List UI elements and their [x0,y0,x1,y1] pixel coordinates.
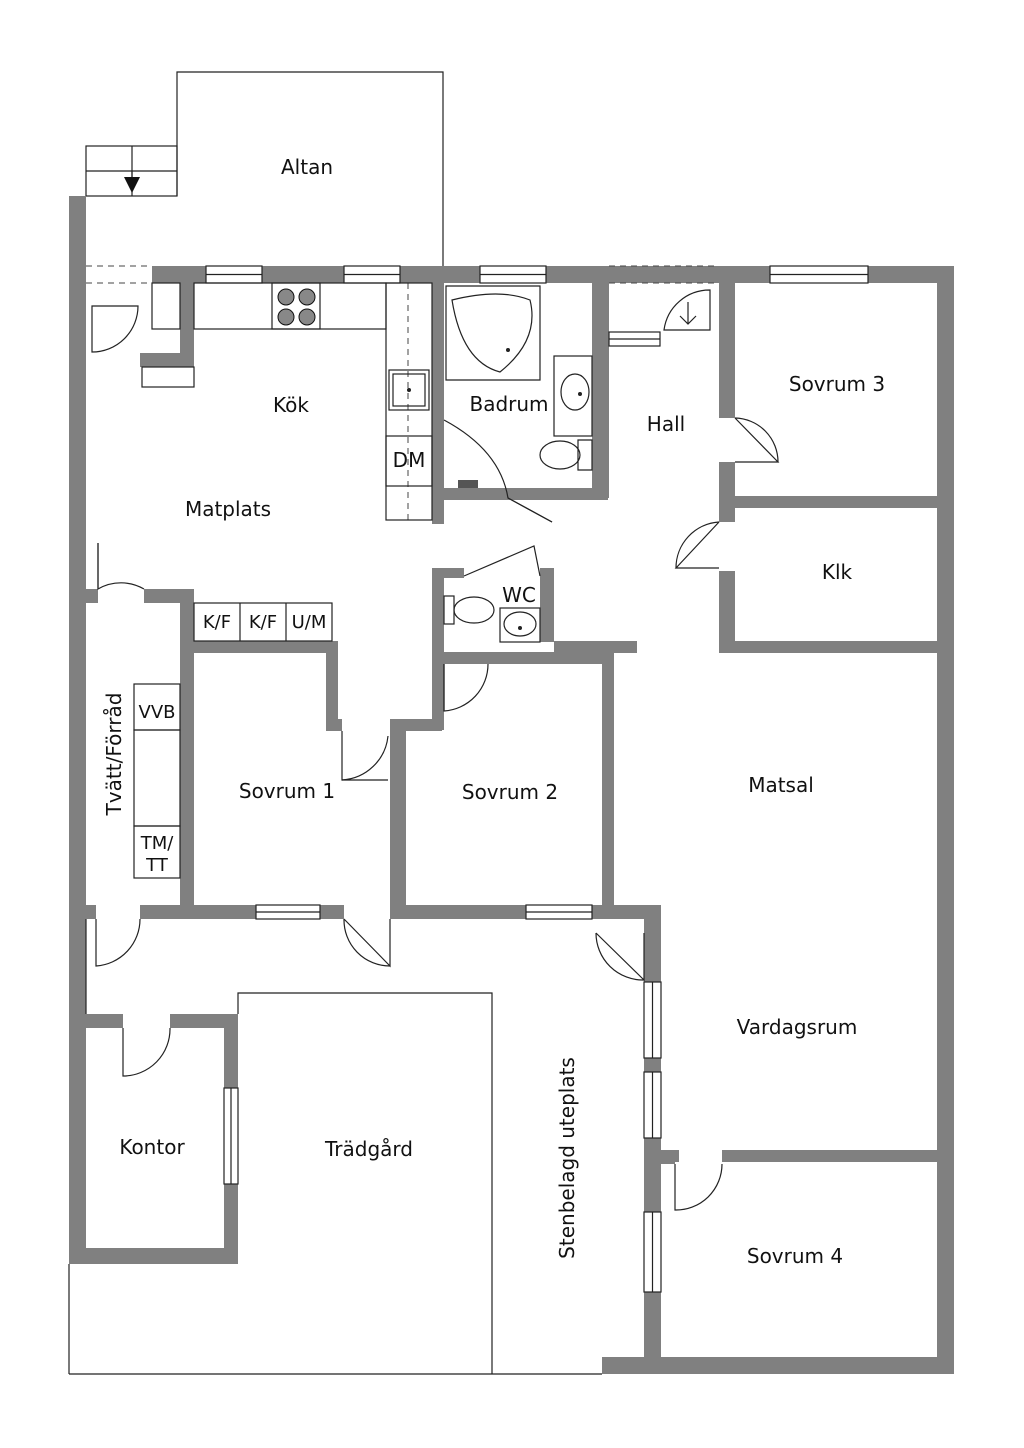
label-sovrum-1: Sovrum 1 [239,779,335,803]
wc-toilet-icon [453,596,495,624]
label-kok: Kök [273,393,309,417]
label-um: U/M [292,612,327,633]
washbasin-icon [553,355,593,437]
doors [91,289,780,1211]
label-sovrum-3: Sovrum 3 [789,372,885,396]
label-dm: DM [393,448,426,472]
label-tmtt-line-1: TM/ [140,833,175,854]
label-sovrum-4: Sovrum 4 [747,1244,843,1268]
dashed-lines [86,265,719,520]
label-vardagsrum: Vardagsrum [737,1015,858,1039]
label-badrum: Badrum [469,392,548,416]
label-altan: Altan [281,155,333,179]
label-kontor: Kontor [119,1135,185,1159]
label-wc: WC [502,583,536,607]
laundry-furnishings [133,683,181,879]
label-kf-1: K/F [203,612,231,633]
appliance-cabinets [193,602,333,642]
label-vvb: VVB [139,702,176,723]
bathroom-furnishings [445,285,593,488]
label-tvatt-forrad: Tvätt/Förråd [102,693,126,817]
label-stenbelagd-uteplats: Stenbelagd uteplats [555,1057,579,1259]
label-klk: Klk [822,560,853,584]
bathtub-icon [451,293,533,373]
entry-arrow-icon [124,177,140,193]
label-hall: Hall [647,412,685,436]
label-tmtt-line-2: TT [145,855,169,876]
label-matsal: Matsal [748,773,814,797]
label-matplats: Matplats [185,497,271,521]
kitchen-furnishings [141,282,433,521]
wc-furnishings [443,595,541,643]
kitchen-sink-icon [388,369,430,411]
label-sovrum-2: Sovrum 2 [462,780,558,804]
label-tradgard: Trädgård [324,1137,413,1161]
altan-terrace [85,71,444,266]
label-kf-2: K/F [249,612,277,633]
wc-basin-icon [503,611,537,637]
toilet-icon [577,439,593,471]
outdoor-outlines [68,919,602,1375]
